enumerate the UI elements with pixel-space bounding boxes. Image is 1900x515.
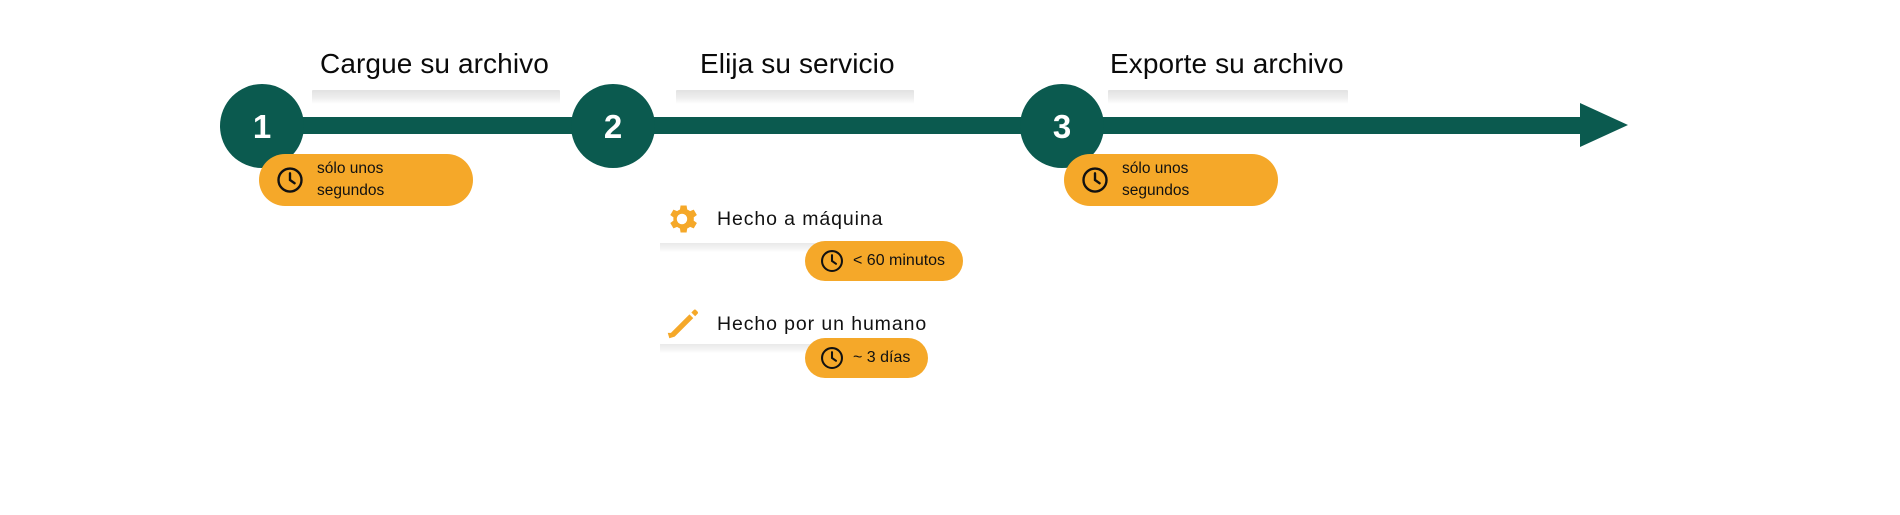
service-label-machine: Hecho a máquina [717,207,884,230]
service-option-human[interactable]: Hecho por un humano [663,305,927,343]
title-shadow-strip-2 [676,90,914,104]
gear-icon [670,205,697,233]
clock-icon [821,250,843,272]
step-1-duration-text: sólo unos segundos [317,159,385,199]
step-title-1: Cargue su archivo [320,48,549,79]
timeline-arrow-head-icon [1580,103,1628,147]
service-machine-duration-badge: < 60 minutos [805,241,964,281]
step-1-duration-badge: sólo unos segundos [259,154,473,206]
title-shadow-strip-3 [1108,90,1348,104]
step-3-duration-text: sólo unos segundos [1122,159,1190,199]
service-label-human: Hecho por un humano [717,312,928,335]
step-title-3: Exporte su archivo [1110,48,1344,79]
clock-icon [277,167,303,193]
step-title-2: Elija su servicio [700,48,895,79]
step-circle-3[interactable]: 3 [1020,84,1104,168]
title-shadow-strip-1 [312,90,560,104]
service-option-machine[interactable]: Hecho a máquina [663,200,883,238]
step-circle-1[interactable]: 1 [220,84,304,168]
clock-icon [1082,167,1108,193]
pencil-icon [667,309,698,339]
timeline-connector-line [300,117,1600,134]
clock-icon [821,347,843,369]
service-human-duration-text: ~ 3 días [853,349,911,367]
service-human-duration-badge: ~ 3 días [805,338,929,378]
service-shadow-strip-machine [660,243,895,252]
step-3-duration-badge: sólo unos segundos [1064,154,1278,206]
service-machine-duration-text: < 60 minutos [853,252,946,270]
service-shadow-strip-human [660,344,895,353]
step-circle-2[interactable]: 2 [571,84,655,168]
